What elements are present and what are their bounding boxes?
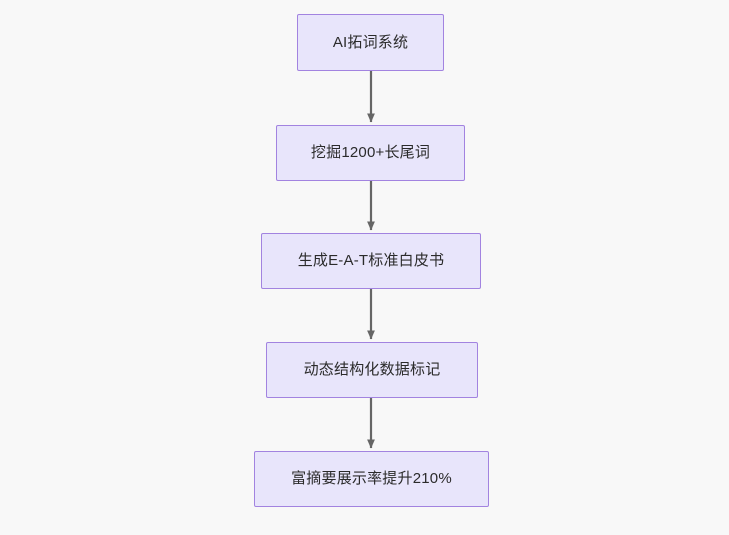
flowchart-node-mine-longtail-keywords[interactable]: 挖掘1200+长尾词 [276,125,465,181]
node-label: 生成E-A-T标准白皮书 [297,252,445,269]
node-label: 挖掘1200+长尾词 [310,144,431,161]
flowchart-node-generate-eat-whitepaper[interactable]: 生成E-A-T标准白皮书 [261,233,481,289]
flowchart-node-rich-snippet-impression-uplift[interactable]: 富摘要展示率提升210% [254,451,489,507]
node-label: 动态结构化数据标记 [303,361,441,378]
flowchart-node-dynamic-structured-data-markup[interactable]: 动态结构化数据标记 [266,342,478,398]
node-label: 富摘要展示率提升210% [291,470,452,487]
node-label: AI拓词系统 [332,33,409,51]
flowchart-node-ai-keyword-system[interactable]: AI拓词系统 [297,14,444,71]
